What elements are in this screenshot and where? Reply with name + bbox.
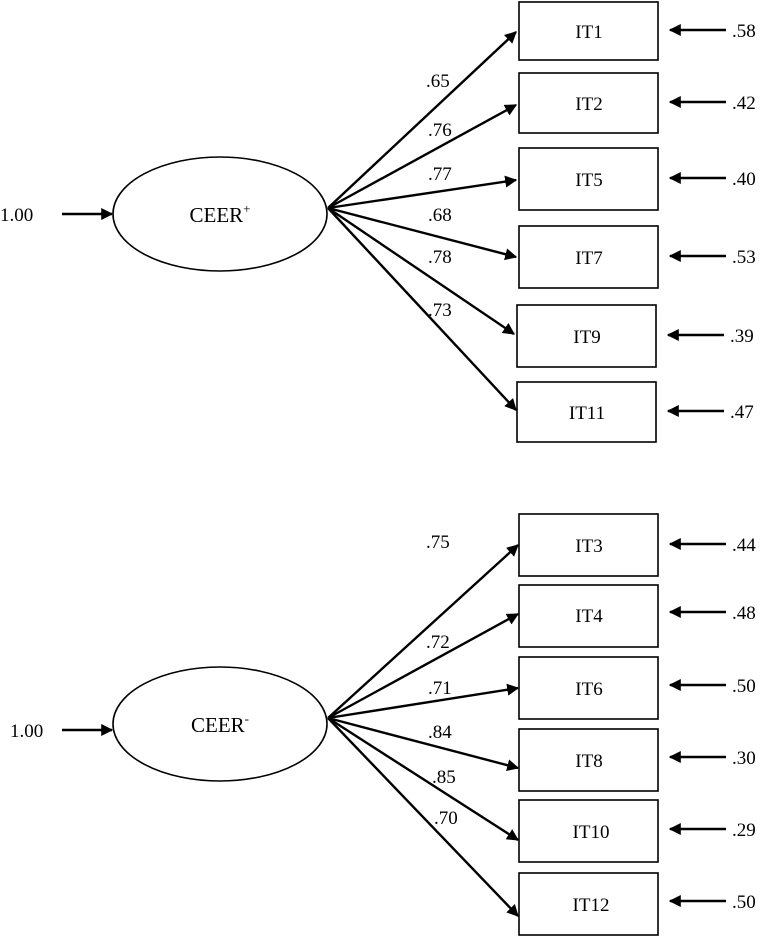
loading-label: .70 <box>434 808 458 829</box>
item-box <box>518 1 659 61</box>
item-box <box>518 728 659 792</box>
error-variance-label: .48 <box>732 603 756 624</box>
error-variance-label: .50 <box>732 892 756 913</box>
error-variance-label: .53 <box>732 247 756 268</box>
error-variance-label: .39 <box>730 326 754 347</box>
loading-arrow <box>327 175 518 210</box>
error-variance-label: .29 <box>732 820 756 841</box>
error-variance-label: .30 <box>732 748 756 769</box>
loading-arrow <box>327 207 515 335</box>
loading-label: .84 <box>428 722 452 743</box>
latent-factor <box>112 666 328 782</box>
loading-label: .73 <box>428 300 452 321</box>
model-ceer-negative: 1.00 CEER- .75 .72 .71 .84 .85 .70 IT3 I… <box>10 513 756 936</box>
item-label: IT10 <box>573 822 610 843</box>
item-box <box>518 799 659 863</box>
item-label: IT9 <box>573 327 600 348</box>
loading-label: .77 <box>428 164 452 185</box>
loading-label: .85 <box>432 767 456 788</box>
loading-arrow <box>327 103 518 210</box>
item-label: IT12 <box>573 895 610 916</box>
loading-label: .76 <box>428 120 452 141</box>
loading-arrow <box>327 612 520 720</box>
loading-arrow <box>327 716 520 772</box>
model-ceer-positive: 1.00 CEER+ .65 .76 .77 .68 .78 .73 IT1 I… <box>0 1 756 443</box>
item-box <box>516 304 657 368</box>
item-box <box>518 147 659 211</box>
latent-factor-label: CEER- <box>191 711 249 737</box>
item-label: IT5 <box>575 170 602 191</box>
error-variance-label: .42 <box>732 93 756 114</box>
loading-label: .65 <box>426 71 450 92</box>
error-variance-label: .58 <box>732 21 756 42</box>
error-variance-label: .40 <box>732 169 756 190</box>
item-label: IT3 <box>575 536 602 557</box>
factor-variance-label: 1.00 <box>10 721 43 742</box>
loading-label: .71 <box>428 678 452 699</box>
error-variance-label: .47 <box>730 402 754 423</box>
loading-arrow <box>327 717 519 917</box>
loading-arrow <box>327 31 517 209</box>
loading-label: .72 <box>426 632 450 653</box>
item-box <box>516 381 657 443</box>
item-label: IT11 <box>569 403 605 424</box>
error-variance-label: .44 <box>732 535 756 556</box>
loading-arrow <box>327 716 520 842</box>
item-box <box>518 225 659 289</box>
error-variance-label: .50 <box>732 676 756 697</box>
factor-variance-label: 1.00 <box>0 205 33 226</box>
item-label: IT4 <box>575 606 603 627</box>
loading-arrow <box>327 683 520 720</box>
item-box <box>518 72 659 134</box>
item-box <box>518 656 659 720</box>
item-box <box>518 584 659 648</box>
latent-factor-label: CEER+ <box>189 201 250 227</box>
item-label: IT2 <box>575 94 602 115</box>
item-label: IT7 <box>575 248 602 269</box>
item-label: IT6 <box>575 679 602 700</box>
latent-factor <box>112 156 328 272</box>
item-box <box>518 872 659 936</box>
item-label: IT8 <box>575 751 602 772</box>
loading-arrow <box>327 206 518 261</box>
loading-arrow <box>327 544 519 719</box>
loading-arrow <box>327 207 517 411</box>
loading-label: .78 <box>428 247 452 268</box>
loading-label: .68 <box>428 205 452 226</box>
item-box <box>518 513 659 577</box>
item-label: IT1 <box>575 22 602 43</box>
loading-label: .75 <box>426 532 450 553</box>
